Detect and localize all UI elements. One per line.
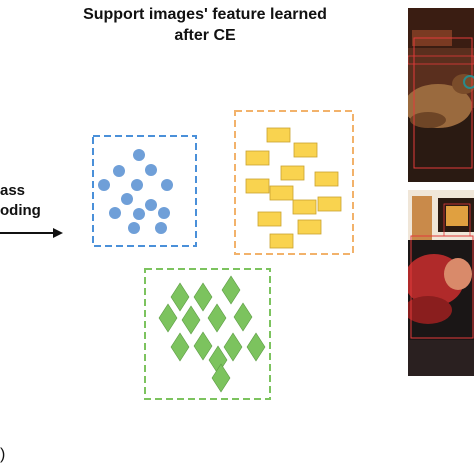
title-line-1: Support images' feature learned [83, 6, 327, 23]
footer-label: ) [0, 446, 6, 463]
yellow-rect-cluster [245, 127, 342, 249]
yellow-rect [245, 178, 270, 194]
blue-cluster-box [92, 135, 197, 247]
blue-dot [133, 208, 145, 220]
orange-cluster-box [234, 110, 354, 255]
green-diamond [223, 332, 243, 362]
blue-dot [121, 193, 133, 205]
arrow-label-line-1: ass [0, 182, 26, 199]
green-diamond-cluster [158, 275, 266, 393]
green-diamond [246, 332, 266, 362]
yellow-rect [317, 196, 342, 212]
blue-dot [133, 149, 145, 161]
yellow-rect [257, 211, 282, 227]
blue-dot [131, 179, 143, 191]
green-diamond [193, 282, 213, 312]
blue-dot [158, 207, 170, 219]
blue-dot [161, 179, 173, 191]
blue-dot [113, 165, 125, 177]
yellow-rect [297, 219, 322, 235]
arrow [0, 228, 63, 238]
green-cluster-box [144, 268, 271, 400]
yellow-rect [245, 150, 270, 166]
arrow-label-line-2: oding [0, 202, 41, 219]
green-diamond [170, 332, 190, 362]
diagram-title: Support images' feature learned after CE [40, 4, 370, 46]
green-diamond [193, 331, 213, 361]
sofa-image [408, 190, 474, 376]
green-diamond [158, 303, 178, 333]
blue-dot [128, 222, 140, 234]
photo-dog-on-couch [408, 8, 474, 182]
blue-dot [145, 164, 157, 176]
green-diamond [170, 282, 190, 312]
title-line-2: after CE [174, 27, 236, 44]
yellow-rect [280, 165, 305, 181]
green-diamond [233, 302, 253, 332]
green-diamond [211, 363, 231, 393]
blue-dot [98, 179, 110, 191]
yellow-rect [269, 233, 294, 249]
yellow-rect [269, 185, 294, 201]
blue-dot [109, 207, 121, 219]
yellow-rect [314, 171, 339, 187]
green-diamond [207, 303, 227, 333]
blue-dot [155, 222, 167, 234]
photo-person-on-sofa [408, 190, 474, 376]
yellow-rect [266, 127, 291, 143]
green-diamond [221, 275, 241, 305]
blue-dot-cluster [98, 149, 173, 234]
green-diamond [181, 305, 201, 335]
yellow-rect [293, 142, 318, 158]
dog-image [408, 8, 474, 182]
blue-dot [145, 199, 157, 211]
yellow-rect [292, 199, 317, 215]
